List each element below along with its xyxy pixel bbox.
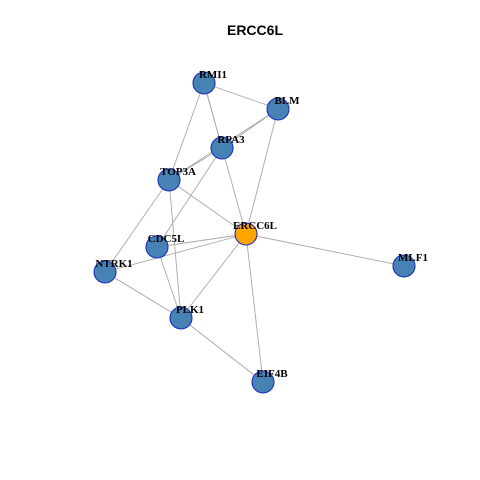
node-ntrk1[interactable]: [93, 260, 117, 284]
edge-ercc6l-plk1: [180, 233, 247, 319]
node-label-rmi1: RMI1: [199, 69, 227, 81]
edge-rmi1-blm: [203, 82, 279, 110]
node-label-cdc5l: CDC5L: [148, 233, 185, 245]
node-label-ercc6l: ERCC6L: [233, 220, 277, 232]
node-mlf1[interactable]: [392, 254, 416, 278]
edge-ercc6l-eif4b: [245, 233, 264, 383]
edge-ercc6l-mlf1: [245, 233, 405, 267]
node-cdc5l[interactable]: [145, 235, 169, 259]
edge-rmi1-top3a: [168, 82, 205, 181]
node-label-ntrk1: NTRK1: [95, 258, 132, 270]
edge-ercc6l-cdc5l: [156, 233, 247, 248]
edge-blm-ercc6l: [245, 108, 279, 235]
edge-ercc6l-ntrk1: [104, 233, 247, 273]
edge-rpa3-cdc5l: [156, 147, 223, 248]
node-top3a[interactable]: [157, 168, 181, 192]
node-label-plk1: PLK1: [176, 304, 204, 316]
edge-ntrk1-plk1: [104, 271, 182, 319]
node-eif4b[interactable]: [251, 370, 275, 394]
node-label-eif4b: EIF4B: [256, 368, 288, 380]
graph-title: ERCC6L: [227, 22, 283, 38]
node-blm[interactable]: [266, 97, 290, 121]
node-plk1[interactable]: [169, 306, 193, 330]
node-rpa3[interactable]: [210, 136, 234, 160]
node-layer: [93, 71, 416, 394]
edge-top3a-ntrk1: [104, 179, 170, 273]
node-ercc6l[interactable]: [234, 222, 258, 246]
edge-plk1-eif4b: [180, 317, 264, 383]
node-label-top3a: TOP3A: [160, 166, 196, 178]
edge-cdc5l-plk1: [156, 246, 182, 319]
node-label-blm: BLM: [274, 95, 300, 107]
node-rmi1[interactable]: [192, 71, 216, 95]
node-label-rpa3: RPA3: [217, 134, 245, 146]
edge-top3a-ercc6l: [168, 179, 247, 235]
edge-top3a-plk1: [168, 179, 182, 319]
node-label-mlf1: MLF1: [398, 252, 428, 264]
